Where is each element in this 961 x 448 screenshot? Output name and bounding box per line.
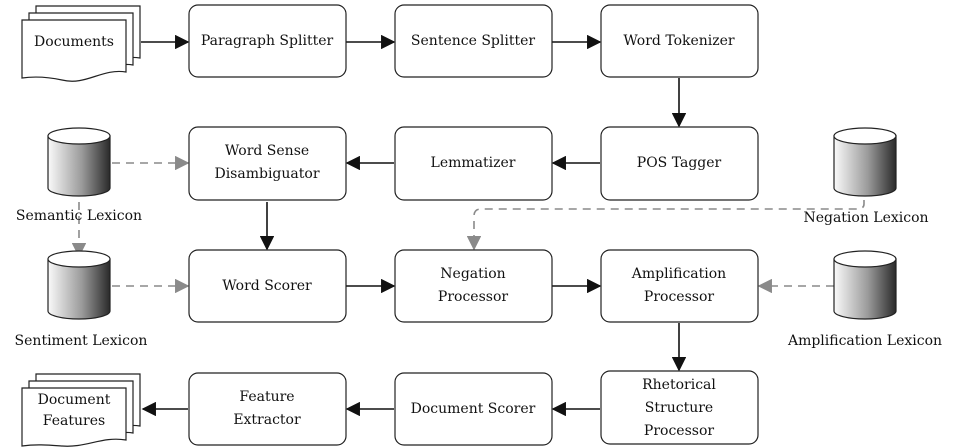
amplification-lexicon-label: Amplification Lexicon: [787, 333, 942, 349]
document-features-label-line-2: Features: [43, 413, 105, 429]
process-amplification-processor: Amplification Processor: [600, 249, 759, 323]
negation-processor-label-line-2: Processor: [438, 289, 508, 305]
pos-tagger-label: POS Tagger: [637, 155, 722, 171]
sentiment-lexicon-label: Sentiment Lexicon: [15, 333, 148, 349]
feature-extractor-label-line-2: Extractor: [233, 412, 301, 428]
amplification-processor-label-line-2: Processor: [644, 289, 714, 305]
documents-input-sheet-1: [21, 19, 127, 82]
document-features-sheet-1: [21, 387, 127, 447]
edges-solid: [141, 34, 687, 417]
edge-negationlex-negation: [466, 200, 865, 251]
rhetorical-structure-processor-label-line-3: Processor: [644, 423, 714, 439]
process-word-tokenizer: Word Tokenizer: [600, 4, 759, 78]
edges-dashed: [71, 155, 865, 294]
negation-lexicon-cylinder: [833, 127, 897, 197]
process-pos-tagger: POS Tagger: [600, 126, 759, 201]
rhetorical-structure-processor-label-line-2: Structure: [645, 400, 713, 416]
semantic-lexicon-label: Semantic Lexicon: [16, 208, 142, 224]
word-tokenizer-label: Word Tokenizer: [623, 33, 735, 49]
feature-extractor-label-line-1: Feature: [239, 389, 294, 405]
document-features-label-line-1: Document: [38, 392, 111, 408]
process-lemmatizer: Lemmatizer: [394, 126, 553, 201]
amplification-processor-label-line-1: Amplification: [631, 266, 726, 282]
process-document-scorer: Document Scorer: [394, 372, 553, 446]
document-features-shape: Document Features: [21, 373, 141, 447]
paragraph-splitter-label: Paragraph Splitter: [201, 33, 334, 49]
word-scorer-label: Word Scorer: [222, 278, 312, 294]
process-word-scorer: Word Scorer: [188, 249, 347, 323]
word-sense-disambiguator-label-line-2: Disambiguator: [214, 166, 319, 182]
process-word-sense-disambiguator: Word Sense Disambiguator: [188, 126, 347, 201]
sentence-splitter-label: Sentence Splitter: [411, 33, 535, 49]
lemmatizer-label: Lemmatizer: [431, 155, 516, 171]
document-scorer-label: Document Scorer: [411, 401, 536, 417]
process-negation-processor: Negation Processor: [394, 249, 553, 323]
documents-input-shape: Documents: [21, 5, 141, 82]
word-sense-disambiguator-label-line-1: Word Sense: [225, 143, 309, 159]
process-paragraph-splitter: Paragraph Splitter: [188, 4, 347, 78]
documents-input-label: Documents: [34, 34, 114, 50]
negation-processor-label-line-1: Negation: [440, 266, 505, 282]
amplification-lexicon-cylinder: [833, 250, 897, 320]
sentiment-lexicon-cylinder: [47, 250, 111, 320]
process-sentence-splitter: Sentence Splitter: [394, 4, 553, 78]
semantic-lexicon-cylinder: [47, 127, 111, 197]
process-rhetorical-structure-processor: Rhetorical Structure Processor: [600, 370, 759, 445]
rhetorical-structure-processor-label-line-1: Rhetorical: [642, 377, 716, 393]
negation-lexicon-label: Negation Lexicon: [803, 210, 928, 226]
process-feature-extractor: Feature Extractor: [188, 372, 347, 446]
